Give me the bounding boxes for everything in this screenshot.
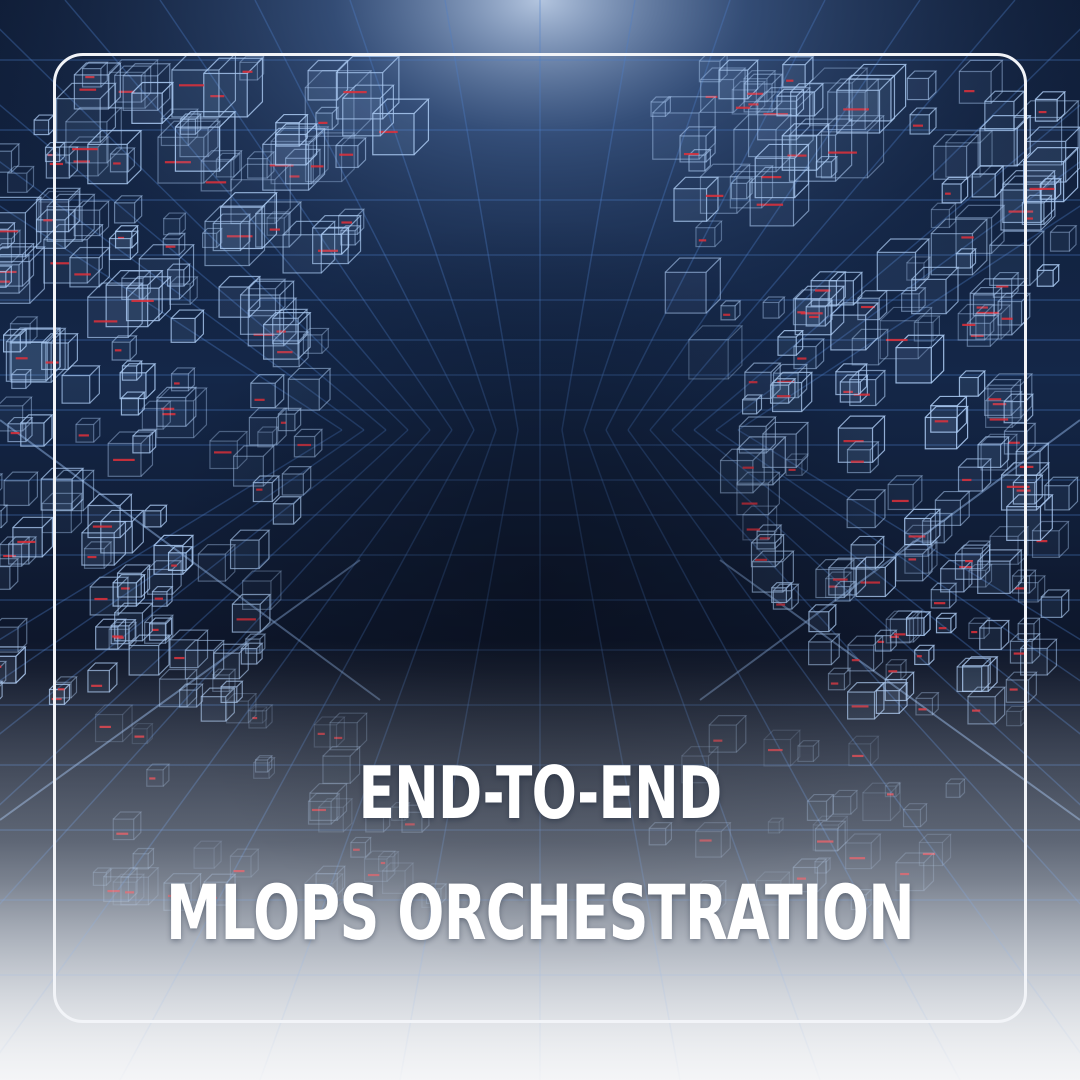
- headline-line-2: MLOPS ORCHESTRATION: [166, 868, 915, 957]
- rounded-frame: [53, 53, 1027, 1023]
- headline-line-1: END-TO-END: [358, 751, 722, 835]
